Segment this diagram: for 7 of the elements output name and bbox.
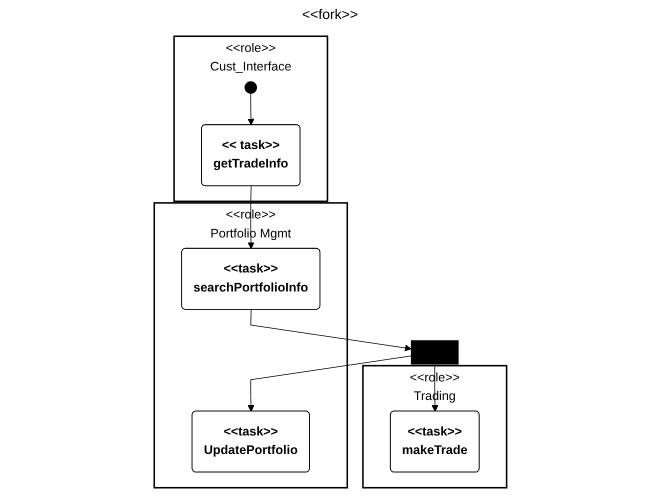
node-circle (244, 81, 257, 94)
arrow (247, 355, 412, 412)
arrow (247, 92, 254, 126)
node-bar (410, 340, 458, 364)
arrow (431, 364, 438, 412)
arrow (250, 309, 412, 352)
stereotype-label: <<fork>> (302, 6, 358, 22)
